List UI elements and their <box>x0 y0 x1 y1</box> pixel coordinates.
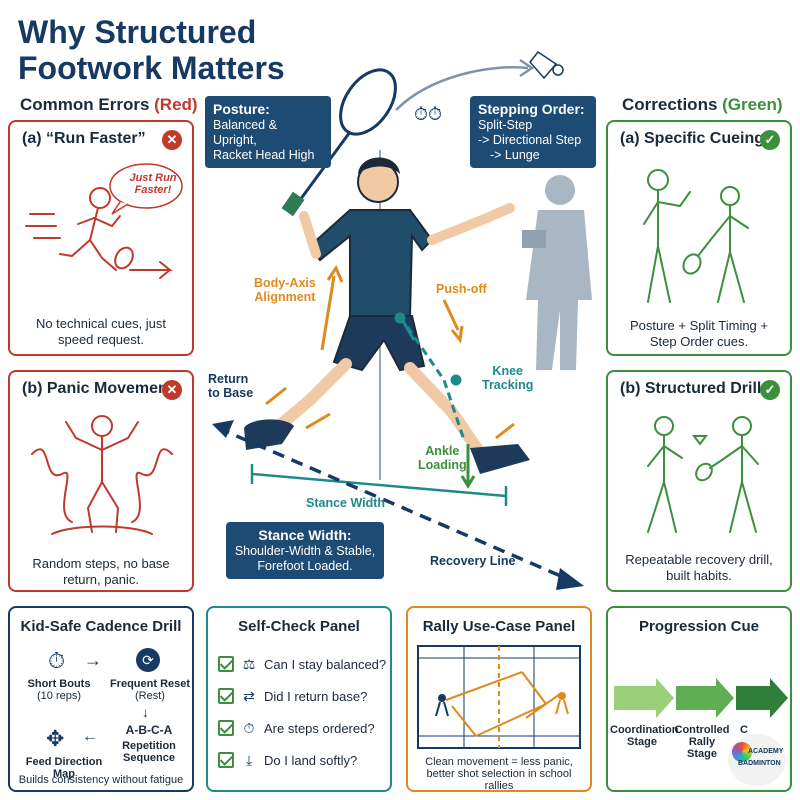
progression-panel: Progression Cue Coordination Stage Contr… <box>606 606 792 792</box>
correction-caption-drill: Repeatable recovery drill, built habits. <box>625 552 773 583</box>
title-line-2: Footwork Matters <box>18 50 285 86</box>
checkbox-checked[interactable] <box>218 720 234 736</box>
reset-icon: ⟳ <box>136 648 160 672</box>
check-icon: ✓ <box>760 130 780 150</box>
error-caption-run-faster: No technical cues, just speed request. <box>35 316 167 347</box>
page-title: Why Structured Footwork Matters <box>18 14 285 86</box>
logo-emblem-icon <box>732 742 752 762</box>
stopwatch-icon: ⏱ <box>48 648 66 673</box>
correction-title-drill: (b) Structured Drill <box>620 380 762 397</box>
drill-footer: Builds consistency without fatigue <box>18 774 184 786</box>
error-x-icon: ✕ <box>162 380 182 400</box>
coach-silhouette <box>522 175 592 370</box>
timer-icon: ⏱ <box>243 719 255 736</box>
stage-coordination-label: Coordination Stage <box>610 724 679 748</box>
shuttlecock-icon <box>529 50 564 80</box>
errors-header: Common Errors (Red) <box>20 95 198 114</box>
coach-cueing-illustration <box>643 169 749 303</box>
repetition-sequence-label: Repetition Sequence <box>122 740 176 764</box>
player-figure <box>244 157 530 474</box>
return-arrows-icon: ⇄ <box>243 687 255 704</box>
balance-scale-icon: ⚖ <box>242 655 256 672</box>
speech-bubble-text: Just Run Faster! <box>129 172 177 196</box>
arrow-down-icon: ↓ <box>142 704 149 720</box>
corrections-header: Corrections (Green) <box>622 95 783 114</box>
arrow-right-icon: → <box>84 650 102 670</box>
self-check-item[interactable]: ⤓ Do I land softly? <box>218 748 357 772</box>
correction-panel-drill: (b) Structured Drill ✓ Repeatable recove… <box>606 370 792 592</box>
push-off-label: Push-off <box>436 282 487 296</box>
feed-direction-label: Feed Direction Map <box>25 756 103 780</box>
cadence-drill-title: Kid-Safe Cadence Drill <box>20 618 182 635</box>
error-title-panic: (b) Panic Movement <box>22 380 174 397</box>
title-line-1: Why Structured <box>18 14 257 50</box>
stopwatch-icons: ⏱⏱ <box>414 104 443 124</box>
cadence-drill-panel: Kid-Safe Cadence Drill ⏱ → ⟳ Short Bouts… <box>8 606 194 792</box>
checkbox-checked[interactable] <box>218 752 234 768</box>
stance-width-callout: Stance Width: Shoulder-Width & Stable, F… <box>226 522 384 579</box>
stage-3-label: C <box>740 724 748 736</box>
arrow-left-icon: ← <box>82 728 98 745</box>
sequence-label: A-B-C-A <box>125 723 173 737</box>
error-panel-panic: (b) Panic Movement ✕ Random steps, no ba… <box>8 370 194 592</box>
rally-panel: Rally Use-Case Panel Clean movement = le… <box>406 606 592 792</box>
self-check-panel: Self-Check Panel ⚖ Can I stay balanced? … <box>206 606 392 792</box>
stance-width-label: Stance Width <box>306 496 386 510</box>
stage-controlled-rally-label: Controlled Rally Stage <box>674 724 730 760</box>
rally-caption: Clean movement = less panic, better shot… <box>425 756 573 792</box>
self-check-item[interactable]: ⚖ Can I stay balanced? <box>218 652 386 676</box>
checkbox-checked[interactable] <box>218 688 234 704</box>
rally-title: Rally Use-Case Panel <box>422 618 576 635</box>
self-check-item[interactable]: ⏱ Are steps ordered? <box>218 716 375 740</box>
court-diagram <box>417 645 581 749</box>
posture-callout: Posture: Balanced & Upright, Racket Head… <box>205 96 331 168</box>
error-panel-run-faster: (a) “Run Faster” ✕ Just Run Faster! No t… <box>8 120 194 356</box>
correction-caption-cueing: Posture + Split Timing + Step Order cues… <box>629 318 768 349</box>
correction-panel-cueing: (a) Specific Cueing ✓ Posture + Split Ti… <box>606 120 792 356</box>
academy-logo: ACADEMY BADMINTON <box>728 734 786 786</box>
self-check-item[interactable]: ⇄ Did I return base? <box>218 684 367 708</box>
running-kid-illustration <box>25 163 183 279</box>
soft-landing-icon: ⤓ <box>245 751 253 768</box>
frequent-reset-label: Frequent Reset (Rest) <box>109 678 191 702</box>
feed-direction-icon: ✥ <box>46 726 65 751</box>
self-check-title: Self-Check Panel <box>238 618 360 635</box>
checkbox-checked[interactable] <box>218 656 234 672</box>
panic-kid-illustration <box>31 415 173 535</box>
check-icon: ✓ <box>760 380 780 400</box>
short-bouts-label: Short Bouts (10 reps) <box>27 678 91 702</box>
progression-arrows <box>614 678 788 718</box>
error-x-icon: ✕ <box>162 130 182 150</box>
player-lunge-illustration <box>212 50 592 590</box>
error-title-run-faster: (a) “Run Faster” <box>22 130 146 147</box>
progression-title: Progression Cue <box>638 618 760 635</box>
correction-title-cueing: (a) Specific Cueing <box>620 130 765 147</box>
structured-drill-illustration <box>647 416 759 533</box>
recovery-line-label: Recovery Line <box>430 554 516 568</box>
stepping-order-callout: Stepping Order: Split-Step -> Directiona… <box>470 96 596 168</box>
error-caption-panic: Random steps, no base return, panic. <box>32 556 170 587</box>
